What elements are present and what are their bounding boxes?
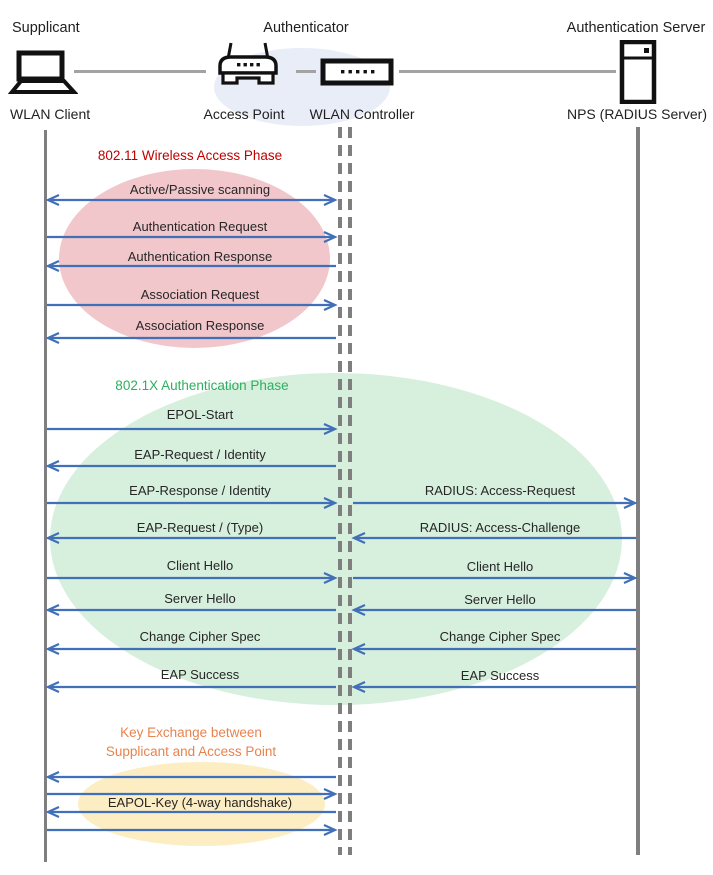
- wireless-access-phase-title: 802.11 Wireless Access Phase: [97, 148, 283, 163]
- client-to-ap-connector-line: [74, 70, 206, 73]
- message-label: Change Cipher Spec: [439, 629, 561, 644]
- message-arrow-left: [351, 680, 636, 694]
- lifeline-controller-dashed-right: [348, 127, 352, 855]
- message-arrow-both: [45, 193, 338, 207]
- message-label: Association Response: [135, 318, 265, 333]
- message-arrow-left: [45, 259, 336, 273]
- laptop-icon: [8, 50, 78, 94]
- message-label: Server Hello: [164, 591, 236, 606]
- message-arrow-left: [45, 770, 336, 784]
- message-label: RADIUS: Access-Challenge: [419, 520, 581, 535]
- message-arrow-right: [47, 230, 338, 244]
- node-label-nps-radius-server: NPS (RADIUS Server): [566, 106, 708, 122]
- node-label-access-point: Access Point: [203, 106, 285, 122]
- message-label: Server Hello: [464, 592, 536, 607]
- message-label: Authentication Request: [132, 219, 268, 234]
- message-arrow-left: [45, 531, 336, 545]
- role-label-supplicant: Supplicant: [12, 20, 80, 36]
- message-label: Authentication Response: [127, 249, 273, 264]
- message-arrow-right: [47, 823, 338, 837]
- message-label: EAP Success: [160, 667, 240, 682]
- role-label-authenticator: Authenticator: [263, 20, 349, 36]
- message-label: RADIUS: Access-Request: [424, 483, 576, 498]
- message-arrow-left: [45, 642, 336, 656]
- node-label-wlan-controller: WLAN Controller: [309, 106, 415, 122]
- lifeline-nps: [636, 127, 640, 855]
- node-label-wlan-client: WLAN Client: [10, 106, 91, 122]
- message-label: EAP-Response / Identity: [129, 483, 271, 498]
- message-arrow-left: [45, 459, 336, 473]
- role-label-authentication-server: Authentication Server: [566, 20, 706, 36]
- wireless-access-phase-ellipse: [59, 169, 330, 348]
- message-label: Client Hello: [466, 559, 534, 574]
- ap-to-controller-connector-line: [296, 70, 316, 73]
- message-arrow-left: [351, 531, 636, 545]
- message-arrow-left: [45, 680, 336, 694]
- message-arrow-right: [353, 571, 638, 585]
- message-label: Change Cipher Spec: [139, 629, 261, 644]
- lifeline-wlan-client: [43, 130, 47, 862]
- message-arrow-right: [353, 496, 638, 510]
- message-label: Association Request: [140, 287, 260, 302]
- message-label: Client Hello: [166, 558, 234, 573]
- controller-to-server-connector-line: [399, 70, 616, 73]
- message-label: EPOL-Start: [166, 407, 234, 422]
- server-icon: [619, 40, 657, 104]
- message-arrow-right: [47, 298, 338, 312]
- message-label: EAPOL-Key (4-way handshake): [107, 795, 293, 810]
- message-arrow-left: [351, 603, 636, 617]
- message-arrow-left: [45, 603, 336, 617]
- message-label: EAP Success: [460, 668, 540, 683]
- access-point-icon: [218, 42, 278, 85]
- message-arrow-right: [47, 422, 338, 436]
- key-exchange-phase-title: Key Exchange between Supplicant and Acce…: [105, 725, 277, 759]
- dot1x-authentication-phase-title: 802.1X Authentication Phase: [115, 378, 289, 393]
- lifeline-controller-dashed-left: [338, 127, 342, 855]
- message-arrow-right: [47, 496, 338, 510]
- message-arrow-right: [47, 787, 338, 801]
- message-label: Active/Passive scanning: [129, 182, 271, 197]
- message-label: EAP-Request / (Type): [136, 520, 264, 535]
- message-arrow-right: [47, 571, 338, 585]
- message-arrow-left: [45, 805, 336, 819]
- message-arrow-left: [45, 331, 336, 345]
- wlan-controller-icon: [320, 58, 394, 86]
- message-label: EAP-Request / Identity: [134, 447, 266, 462]
- message-arrow-left: [351, 642, 636, 656]
